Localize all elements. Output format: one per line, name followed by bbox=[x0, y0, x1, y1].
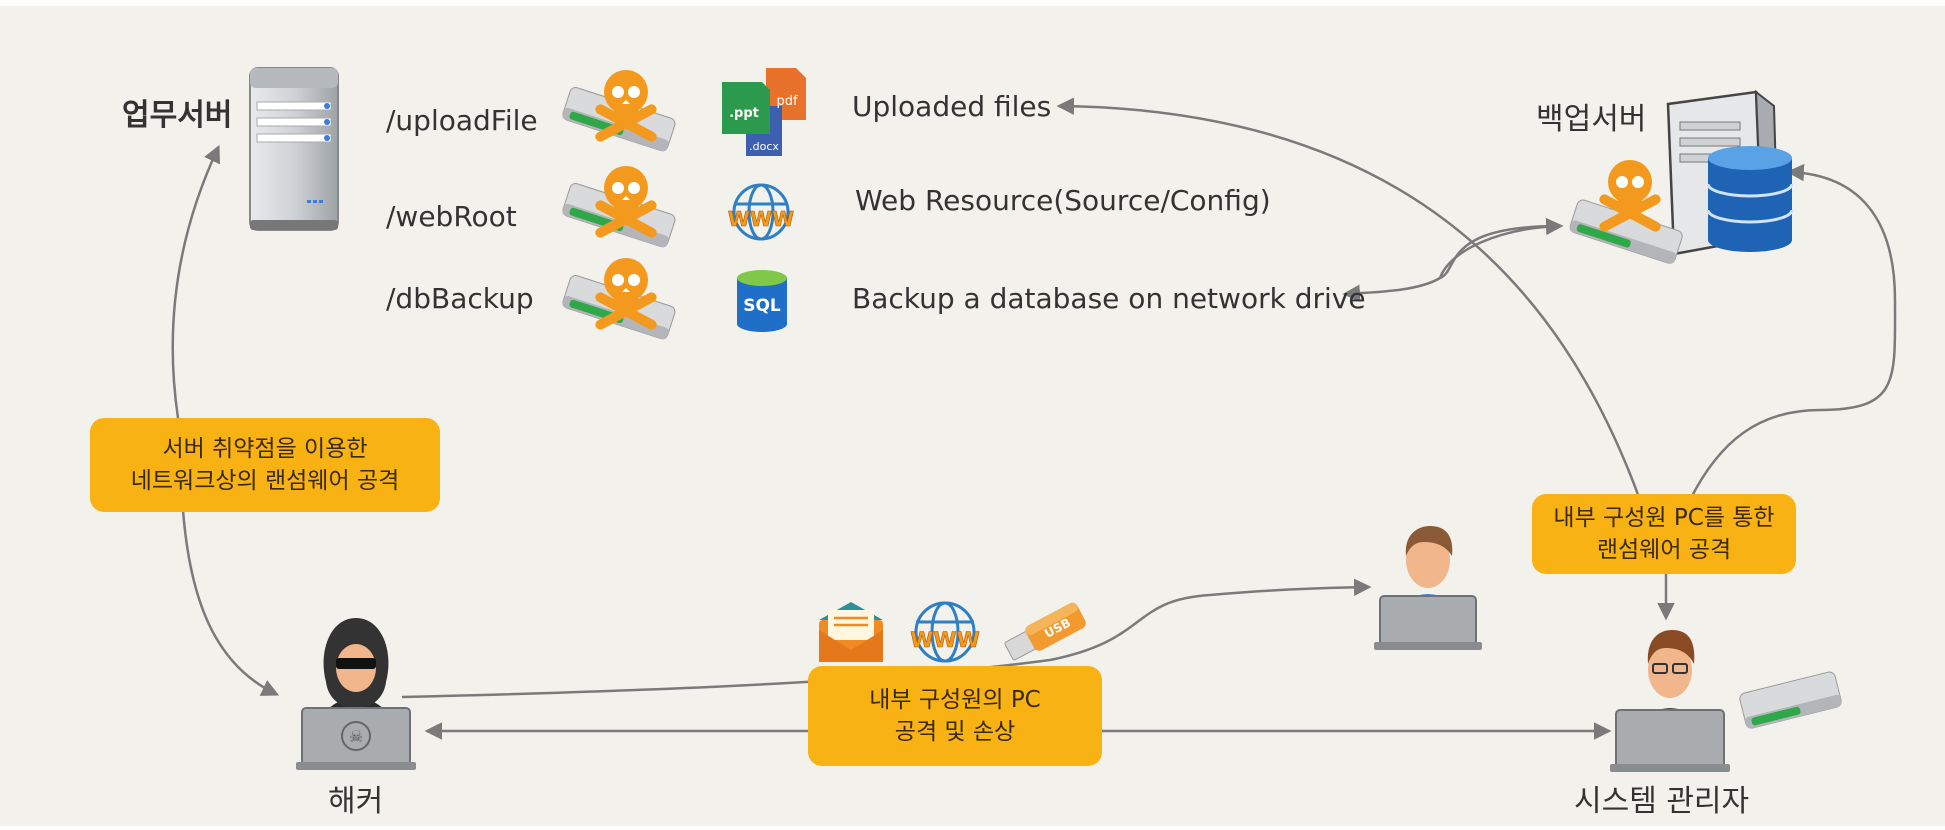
callout-server-attack-line1: 서버 취약점을 이용한 bbox=[162, 436, 368, 462]
infected-drive-icon bbox=[562, 70, 676, 152]
callout-server-attack-line2: 네트워크상의 랜섬웨어 공격 bbox=[130, 468, 400, 494]
arrow-callout-to-hacker bbox=[181, 509, 280, 696]
share-content-dbbackup: Backup a database on network drive bbox=[852, 282, 1366, 315]
callout-server-attack: 서버 취약점을 이용한 네트워크상의 랜섬웨어 공격 bbox=[90, 418, 440, 512]
arrow-admin-to-backupdb bbox=[1688, 163, 1897, 501]
share-content-webresource: Web Resource(Source/Config) bbox=[855, 184, 1271, 217]
arrow-backup-to-dbbackup bbox=[1342, 224, 1561, 303]
svg-text:☠: ☠ bbox=[349, 727, 363, 746]
docx-label: .docx bbox=[749, 140, 779, 153]
arrow-hacker-to-employee bbox=[401, 578, 1372, 699]
www-text: WWW bbox=[728, 207, 794, 231]
employee-icon bbox=[1374, 526, 1482, 650]
callout-insider-attack: 내부 구성원 PC를 통한 랜섬웨어 공격 bbox=[1532, 494, 1796, 574]
backup-server-label: 백업서버 bbox=[1536, 102, 1647, 137]
usb-drive-icon: USB bbox=[1004, 602, 1086, 661]
www-globe-icon: WWW bbox=[910, 601, 980, 663]
hacker-icon: ☠ bbox=[296, 618, 416, 770]
callout-pc-attack: 내부 구성원의 PC 공격 및 손상 bbox=[808, 666, 1102, 766]
infected-drive-icon bbox=[562, 166, 676, 248]
share-path-dbbackup: /dbBackup bbox=[386, 282, 534, 315]
arrow-admin-to-uploads bbox=[1056, 97, 1642, 501]
callout-insider-attack-line1: 내부 구성원 PC를 통한 bbox=[1553, 505, 1775, 531]
infected-drive-icon bbox=[562, 258, 676, 340]
sysadmin-icon bbox=[1610, 630, 1730, 772]
backup-server-icon bbox=[1569, 89, 1794, 264]
sql-database-icon: SQL bbox=[737, 270, 787, 332]
work-server-icon bbox=[249, 67, 339, 231]
document-files-icon: pdf .ppt .docx bbox=[722, 68, 806, 156]
sql-text: SQL bbox=[743, 296, 781, 316]
callout-insider-attack-line2: 랜섬웨어 공격 bbox=[1596, 537, 1732, 563]
pdf-label: pdf bbox=[776, 94, 798, 109]
share-path-uploadfile: /uploadFile bbox=[386, 104, 538, 137]
email-icon bbox=[819, 602, 883, 662]
share-path-webroot: /webRoot bbox=[386, 200, 517, 233]
callout-pc-attack-line2: 공격 및 손상 bbox=[894, 719, 1016, 745]
share-content-uploads: Uploaded files bbox=[852, 90, 1052, 123]
sysadmin-label: 시스템 관리자 bbox=[1574, 784, 1750, 819]
hacker-label: 해커 bbox=[328, 784, 384, 819]
callout-pc-attack-line1: 내부 구성원의 PC bbox=[869, 687, 1041, 713]
work-server-label: 업무서버 bbox=[122, 98, 233, 133]
admin-network-drive-icon bbox=[1739, 671, 1842, 729]
ppt-label: .ppt bbox=[729, 106, 759, 121]
www-globe-icon: WWW bbox=[728, 183, 794, 241]
www-text: WWW bbox=[910, 628, 980, 652]
arrow-hacker-to-server bbox=[171, 144, 221, 419]
